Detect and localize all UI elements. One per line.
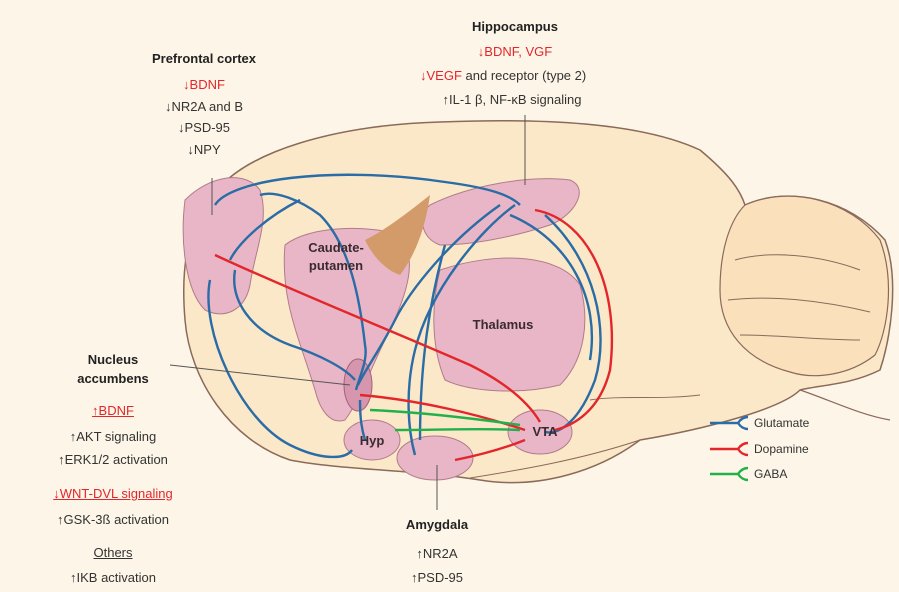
hippocampus-vegf-line: ↓VEGF and receptor (type 2) bbox=[420, 69, 586, 82]
gaba-legend-icon bbox=[708, 466, 752, 482]
cerebellum bbox=[720, 196, 888, 375]
accumbens-akt: ↑AKT signaling bbox=[70, 430, 156, 443]
vta-label: VTA bbox=[532, 425, 557, 438]
prefrontal-nr2a: ↓NR2A and B bbox=[165, 100, 243, 113]
thalamus-label: Thalamus bbox=[473, 318, 534, 331]
prefrontal-psd: ↓PSD-95 bbox=[178, 121, 230, 134]
legend-dopamine-label: Dopamine bbox=[754, 442, 809, 456]
hippocampus-vegf: ↓VEGF bbox=[420, 68, 462, 83]
hippocampus-title: Hippocampus bbox=[472, 20, 558, 33]
amygdala-nr2a: ↑NR2A bbox=[416, 547, 457, 560]
accumbens-wnt: ↓WNT-DVL signaling bbox=[53, 487, 172, 500]
accumbens-title-1: Nucleus bbox=[88, 353, 139, 366]
amygdala-title: Amygdala bbox=[406, 518, 468, 531]
prefrontal-bdnf: ↓BDNF bbox=[183, 78, 225, 91]
prefrontal-title: Prefrontal cortex bbox=[152, 52, 256, 65]
caudate-label-1: Caudate- bbox=[308, 241, 364, 254]
accumbens-gsk: ↑GSK-3ß activation bbox=[57, 513, 169, 526]
accumbens-erk: ↑ERK1/2 activation bbox=[58, 453, 168, 466]
hippocampus-vegf-rest: and receptor (type 2) bbox=[462, 68, 586, 83]
accumbens-title-2: accumbens bbox=[77, 372, 149, 385]
hippocampus-bdnf: ↓BDNF, VGF bbox=[478, 45, 552, 58]
accumbens-bdnf: ↑BDNF bbox=[92, 404, 134, 417]
legend-gaba-label: GABA bbox=[754, 467, 787, 481]
accumbens-others: Others bbox=[93, 546, 132, 559]
hippocampus-il1: ↑IL-1 β, NF-κB signaling bbox=[443, 93, 582, 106]
caudate-label-2: putamen bbox=[309, 259, 363, 272]
dopamine-legend-icon bbox=[708, 441, 752, 457]
legend-glutamate-label: Glutamate bbox=[754, 416, 809, 430]
prefrontal-npy: ↓NPY bbox=[187, 143, 220, 156]
glutamate-legend-icon bbox=[708, 415, 752, 431]
amygdala-psd: ↑PSD-95 bbox=[411, 571, 463, 584]
accumbens-ikb: ↑IKB activation bbox=[70, 571, 156, 584]
hyp-label: Hyp bbox=[360, 434, 385, 447]
